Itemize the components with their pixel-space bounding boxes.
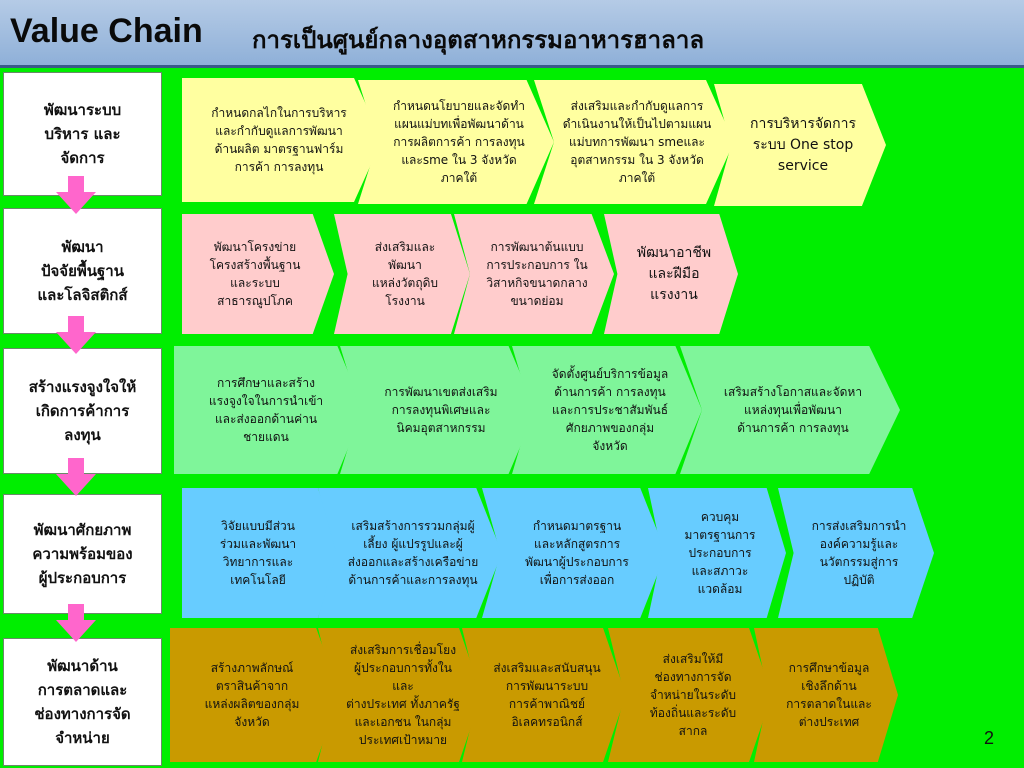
category-investment: สร้างแรงจูงใจให้เกิดการค้าการลงทุน [3,348,162,474]
row3-step4: เสริมสร้างโอกาสและจัดหาแหล่งทุนเพื่อพัฒน… [680,346,900,474]
row3-step3: จัดตั้งศูนย์บริการข้อมูลด้านการค้า การลง… [512,346,702,474]
down-arrow-icon [56,458,96,496]
row1-step2: กำหนดนโยบายและจัดทำแผนแม่บทเพื่อพัฒนาด้า… [358,80,554,204]
row3-step2: การพัฒนาเขตส่งเสริมการลงทุนพิเศษและนิคมอ… [340,346,536,474]
row5-step4: ส่งเสริมให้มีช่องทางการจัดจำหน่ายในระดับ… [608,628,772,762]
row5-step5: การศึกษาข้อมูลเชิงลึกด้านการตลาดในและต่า… [754,628,898,762]
row4-step3: กำหนดมาตรฐานและหลักสูตรการพัฒนาผู้ประกอบ… [482,488,666,618]
row4-step4: ควบคุมมาตรฐานการประกอบการและสภาวะแวดล้อม [648,488,786,618]
row2-step1: พัฒนาโครงข่ายโครงสร้างพื้นฐานและระบบสาธา… [182,214,334,334]
category-marketing: พัฒนาด้านการตลาดและช่องทางการจัดจำหน่าย [3,638,162,766]
row5-step3: ส่งเสริมและสนับสนุนการพัฒนาระบบการค้าพาณ… [462,628,626,762]
row1-step3: ส่งเสริมและกำกับดูแลการดำเนินงานให้เป็นไ… [534,80,734,204]
row2-step3: การพัฒนาต้นแบบการประกอบการ ในวิสาหกิจขนา… [454,214,614,334]
down-arrow-icon [56,176,96,214]
row4-step5: การส่งเสริมการนำองค์ความรู้และนวัตกรรมสู… [778,488,934,618]
row2-step2: ส่งเสริมและพัฒนาแหล่งวัตถุดิบโรงงาน [334,214,470,334]
row3-step1: การศึกษาและสร้างแรงจูงใจในการนำเข้าและส่… [174,346,364,474]
title-thai: การเป็นศูนย์กลางอุตสาหกรรมอาหารฮาลาล [252,26,705,54]
page-number: 2 [983,728,994,748]
row2-step4: พัฒนาอาชีพและฝีมือแรงงาน [604,214,738,334]
down-arrow-icon [56,316,96,354]
row4-step1: วิจัยแบบมีส่วนร่วมและพัฒนาวิทยาการและเทค… [182,488,340,618]
down-arrow-icon [56,604,96,642]
row5-step2: ส่งเสริมการเชื่อมโยงผู้ประกอบการทั้งในแล… [318,628,482,762]
row1-step1: กำหนดกลไกในการบริหารและกำกับดูแลการพัฒนา… [182,78,382,202]
row4-step2: เสริมสร้างการรวมกลุ่มผู้เลี้ยง ผู้แปรรูป… [318,488,502,618]
row5-step1: สร้างภาพลักษณ์ตราสินค้าจากแหล่งผลิตของกล… [170,628,340,762]
title-english: Value Chain [10,12,203,50]
category-management: พัฒนาระบบบริหาร และจัดการ [3,72,162,196]
category-infrastructure: พัฒนาปัจจัยพื้นฐานและโลจิสติกส์ [3,208,162,334]
category-entrepreneur: พัฒนาศักยภาพความพร้อมของผู้ประกอบการ [3,494,162,614]
header-bar: Value Chain การเป็นศูนย์กลางอุตสาหกรรมอา… [0,0,1024,68]
